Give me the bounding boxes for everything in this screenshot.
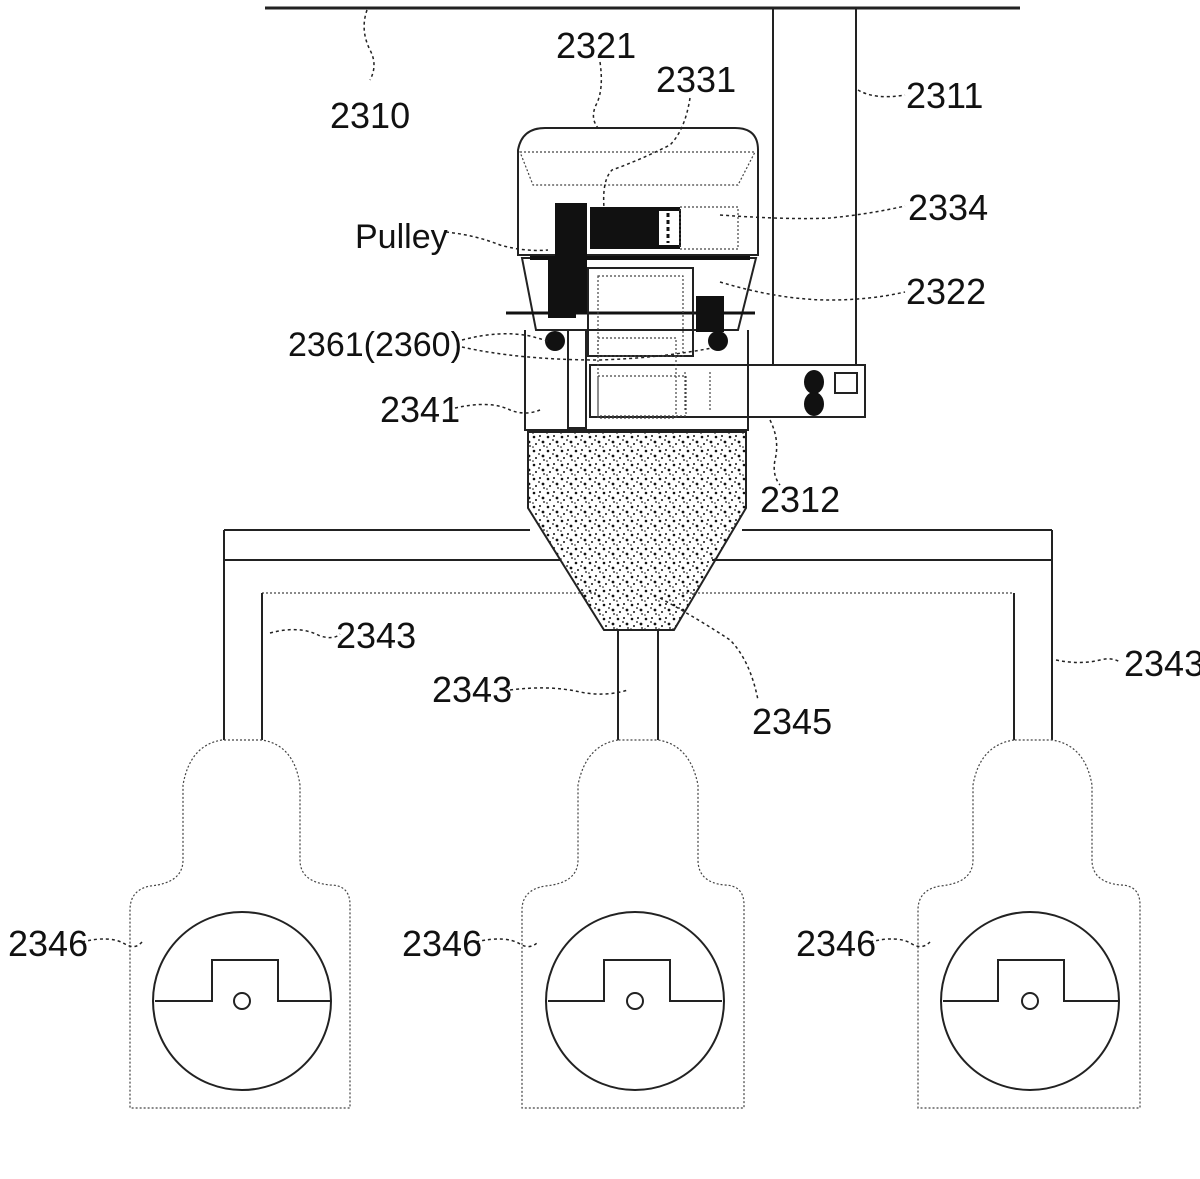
housing-top	[517, 127, 759, 256]
label-motor: 2331	[656, 59, 736, 100]
manifold-ducts	[223, 529, 1053, 740]
label-arm: 2312	[760, 479, 840, 520]
label-duct-center: 2343	[432, 669, 512, 710]
label-duct-right: 2343	[1124, 643, 1200, 684]
label-filter: 2345	[752, 701, 832, 742]
label-nozzle-left: 2346	[8, 923, 88, 964]
label-column: 2311	[906, 75, 983, 116]
label-nozzle-right: 2346	[796, 923, 876, 964]
label-duct-left: 2343	[336, 615, 416, 656]
label-housing-top: 2321	[556, 25, 636, 66]
body	[524, 329, 749, 431]
nozzle-left	[129, 739, 351, 1109]
label-housing-mid: 2322	[906, 271, 986, 312]
housing-middle	[506, 256, 758, 357]
label-shaft: 2334	[908, 187, 988, 228]
nozzle-center	[521, 739, 745, 1109]
leader-lines	[81, 9, 1121, 948]
label-pulley: Pulley	[355, 218, 448, 256]
label-nozzle-center: 2346	[402, 923, 482, 964]
nozzle-right	[917, 739, 1141, 1109]
label-ceiling: 2310	[330, 95, 410, 136]
label-bearing: 2361(2360)	[288, 326, 462, 364]
label-body: 2341	[380, 389, 460, 430]
arm	[589, 364, 866, 418]
filter-hopper	[527, 431, 747, 631]
bearings	[545, 331, 728, 351]
labels: 2310 2311 2312 2321 2322 2331 2334 Pulle…	[8, 25, 1200, 964]
column	[772, 8, 857, 365]
